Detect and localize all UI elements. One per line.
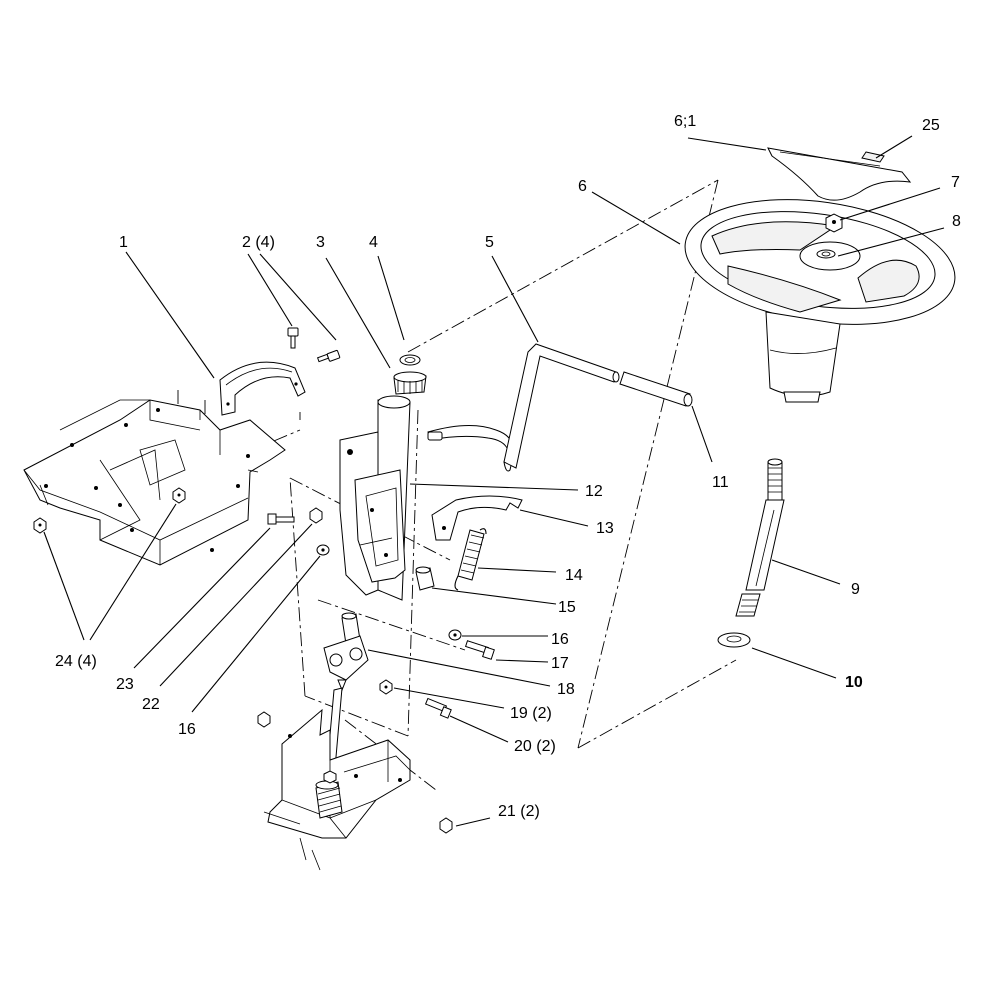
nut-part-21 (439, 817, 453, 834)
bolt-part-20 (424, 697, 452, 719)
callout-2: 2 (4) (242, 234, 275, 251)
callout-19: 19 (2) (510, 705, 552, 722)
callout-8: 8 (952, 213, 961, 230)
callout-17: 17 (551, 655, 569, 672)
steering-shaft-part-9 (735, 458, 785, 617)
washer-part-16 (316, 544, 462, 641)
leader-lines (43, 135, 945, 827)
grip-part-11 (619, 371, 693, 407)
bolt-part-17 (464, 640, 495, 660)
dash-frame-part (23, 399, 286, 566)
spacer-part-15 (415, 566, 435, 591)
bushing-part-3 (393, 354, 427, 395)
nut-part-19 (379, 679, 393, 695)
callout-4: 4 (369, 234, 378, 251)
callout-25: 25 (922, 117, 940, 134)
steering-wheel-part-6 (684, 199, 956, 403)
lever-rod-part-5 (427, 343, 620, 472)
callout-23: 23 (116, 676, 134, 693)
callout-21: 21 (2) (498, 803, 540, 820)
callout-20: 20 (2) (514, 738, 556, 755)
nut-part-22 (309, 507, 323, 524)
callout-3: 3 (316, 234, 325, 251)
spring-part-14 (454, 528, 487, 591)
nut-part-7 (825, 213, 843, 233)
callout-10: 10 (845, 674, 863, 691)
callout-6: 6 (578, 178, 587, 195)
callout-14: 14 (565, 567, 583, 584)
callout-12: 12 (585, 483, 603, 500)
steering-column-part-12 (339, 395, 411, 601)
callout-5: 5 (485, 234, 494, 251)
callout-9: 9 (851, 581, 860, 598)
wheel-cap-part-6-1 (767, 147, 912, 201)
assembly-guide-lines (177, 179, 737, 791)
callout-1: 1 (119, 234, 128, 251)
callout-16-right: 16 (551, 631, 569, 648)
lower-bracket-part (257, 708, 411, 871)
washer-part-10 (717, 632, 751, 648)
callout-22: 22 (142, 696, 160, 713)
cam-plate-part-13 (431, 495, 523, 541)
callout-16-left: 16 (178, 721, 196, 738)
washer-part-8 (816, 249, 836, 259)
callout-7: 7 (951, 174, 960, 191)
bolt-part-23 (267, 513, 295, 525)
callout-11: 11 (712, 474, 729, 491)
pinion-gear-part (315, 770, 343, 819)
callout-15: 15 (558, 599, 576, 616)
callout-18: 18 (557, 681, 575, 698)
callout-labels: 1 2 (4) 3 4 5 6;1 25 6 7 8 12 11 13 14 1… (55, 113, 961, 820)
upper-bracket-part (219, 361, 306, 416)
screw-part-2 (287, 327, 341, 363)
nut-part-24 (33, 487, 186, 534)
callout-13: 13 (596, 520, 614, 537)
callout-6-1: 6;1 (674, 113, 696, 130)
callout-24: 24 (4) (55, 653, 97, 670)
